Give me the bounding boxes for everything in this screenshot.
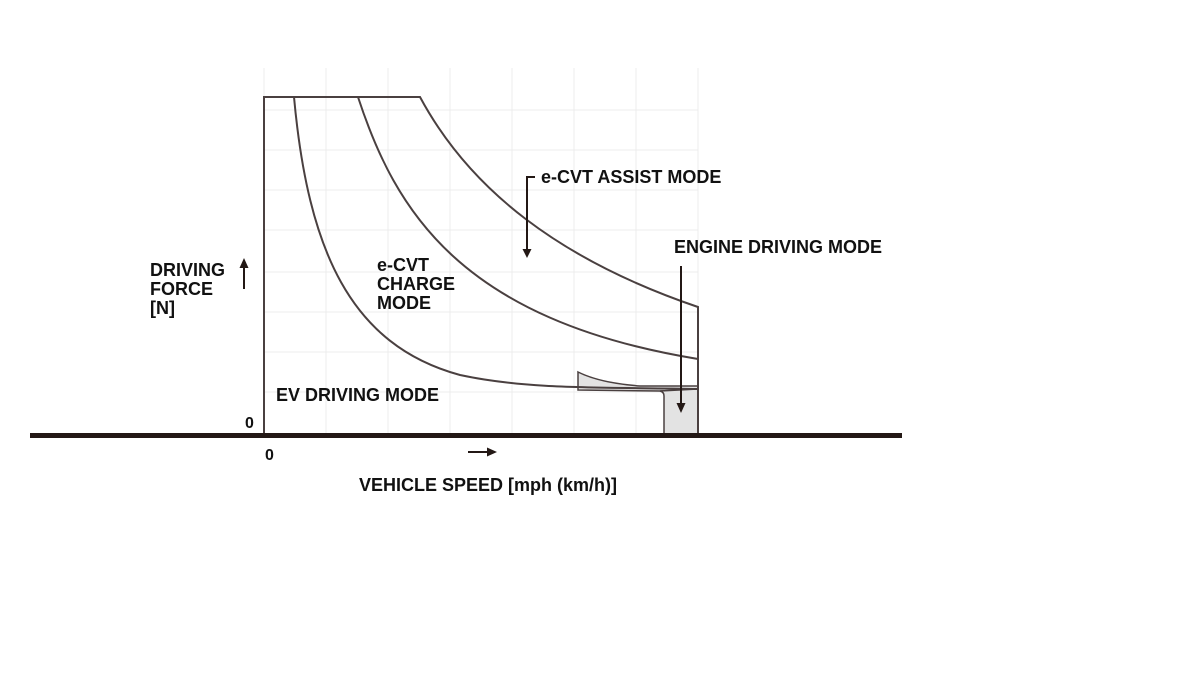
assist-mode-boundary-curve: [263, 96, 699, 435]
charge-mode-label-line-3: MODE: [377, 293, 431, 313]
y-axis-label-line-2: FORCE: [150, 279, 213, 299]
assist-mode-label: e-CVT ASSIST MODE: [541, 167, 721, 187]
y-axis-origin-label: 0: [245, 415, 254, 432]
x-axis-right-arrow-icon: [468, 447, 497, 457]
engine-mode-pointer-arrow-icon: [676, 266, 686, 413]
assist-mode-pointer-arrow-icon: [522, 176, 535, 258]
y-axis-label-line-1: DRIVING: [150, 260, 225, 280]
charge-mode-label-line-1: e-CVT: [377, 255, 429, 275]
engine-region-bottom: [659, 388, 699, 436]
ev-driving-mode-label: EV DRIVING MODE: [276, 385, 439, 405]
ev-mode-boundary-curve: [293, 96, 699, 390]
charge-mode-label-line-2: CHARGE: [377, 274, 455, 294]
x-axis-origin-label: 0: [265, 447, 274, 464]
y-axis-label-line-3: [N]: [150, 298, 175, 318]
y-axis-up-arrow-icon: [239, 258, 249, 289]
charge-mode-boundary-curve: [357, 96, 699, 360]
x-axis-baseline: [30, 433, 902, 438]
x-axis-label: VEHICLE SPEED [mph (km/h)]: [359, 475, 617, 495]
engine-driving-mode-label: ENGINE DRIVING MODE: [674, 237, 882, 257]
